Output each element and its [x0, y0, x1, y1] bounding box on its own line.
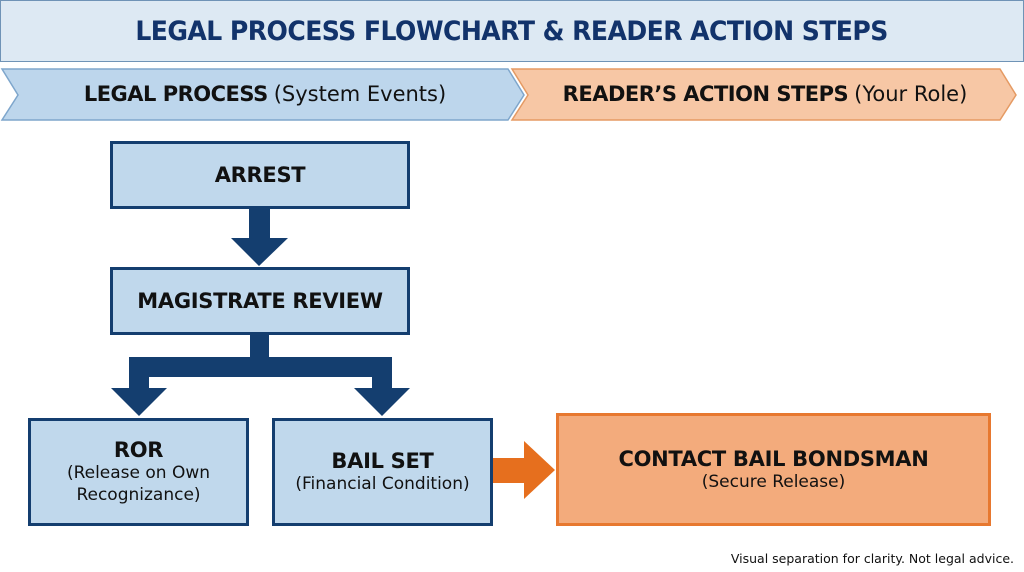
node-bail-set-label: BAIL SET: [331, 449, 434, 473]
node-contact-bondsman-detail: (Secure Release): [701, 471, 846, 492]
column-headers: [0, 68, 1017, 121]
node-ror: ROR (Release on Own Recognizance): [28, 418, 249, 526]
node-ror-label: ROR: [113, 438, 164, 462]
legal-process-chevron: [0, 68, 525, 121]
legal-process-label: LEGAL PROCESS: [83, 82, 268, 106]
node-ror-detail-1: (Release on Own: [66, 463, 211, 483]
node-bail-set-detail: (Financial Condition): [295, 474, 470, 494]
disclaimer-note: Visual separation for clarity. Not legal…: [730, 551, 1014, 566]
title-banner: LEGAL PROCESS FLOWCHART & READER ACTION …: [0, 0, 1024, 62]
node-ror-detail-2: Recognizance): [76, 485, 201, 505]
node-arrest-label: ARREST: [214, 163, 306, 187]
reader-actions-header: READER’S ACTION STEPS (Your Role): [530, 66, 1000, 122]
legal-process-header: LEGAL PROCESS (System Events): [20, 66, 510, 122]
node-contact-bondsman: CONTACT BAIL BONDSMAN (Secure Release): [556, 413, 991, 526]
reader-actions-label: READER’S ACTION STEPS: [562, 82, 849, 106]
legal-process-sublabel: (System Events): [273, 82, 447, 106]
node-contact-bondsman-label: CONTACT BAIL BONDSMAN: [618, 446, 929, 471]
reader-actions-chevron: [510, 68, 1017, 121]
node-arrest: ARREST: [110, 141, 410, 209]
page-title: LEGAL PROCESS FLOWCHART & READER ACTION …: [135, 15, 889, 47]
node-magistrate-review: MAGISTRATE REVIEW: [110, 267, 410, 335]
node-bail-set: BAIL SET (Financial Condition): [272, 418, 493, 526]
arrow-bail-to-bondsman: [493, 441, 555, 499]
reader-actions-sublabel: (Your Role): [854, 82, 968, 106]
branch-connector: [111, 334, 410, 416]
arrow-arrest-to-magistrate: [231, 207, 288, 266]
node-magistrate-review-label: MAGISTRATE REVIEW: [137, 289, 383, 313]
